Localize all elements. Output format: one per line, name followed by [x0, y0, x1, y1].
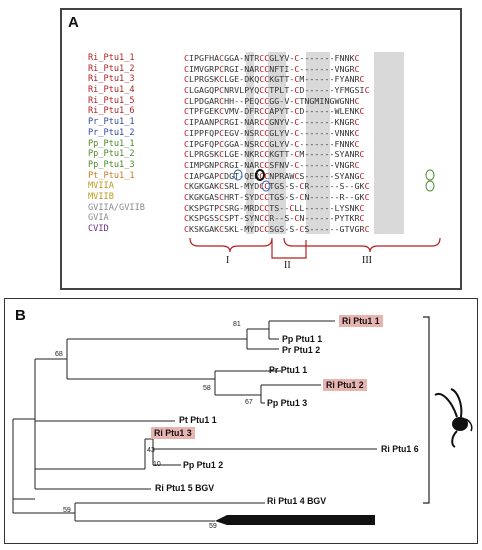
- residue-circle: [233, 169, 243, 181]
- sequence-name: GVIA: [88, 213, 109, 224]
- residue-circle: [261, 180, 271, 192]
- tree-leaf-ri5: Ri Ptu1 5 BGV: [155, 483, 215, 493]
- sequence-residues: CIPGFHACGGA-NTRCCGLYV-C-------FNNKC: [184, 53, 360, 63]
- sequence-residues: CKSPGSSCSPT-SYNCCR--S-CN------PYTKRC: [184, 213, 365, 224]
- bootstrap-value: 59: [63, 507, 71, 514]
- sequence-name: Ri_Ptu1_2: [88, 63, 135, 74]
- region-label-iii: III: [362, 255, 372, 266]
- tree-leaf-ri4: Ri Ptu1 4 BGV: [267, 496, 327, 506]
- tree-leaf-ri3: Ri Ptu1 3: [151, 427, 195, 439]
- tree-leaf-ri2: Ri Ptu1 2: [323, 379, 367, 391]
- tree-leaf-pp3: Pp Ptu1 3: [267, 398, 308, 408]
- phylogeny-panel: B: [4, 298, 478, 544]
- sequence-residues: CIPAANPCRGI-NARCCGNYV-C-------KNGRC: [184, 117, 360, 128]
- sequence-name: Pr_Ptu1_1: [88, 117, 135, 128]
- sequence-residues: CIPGFQPCGGA-NSRCCGLYV-C-------FNNKC: [184, 138, 360, 149]
- region-brackets: [189, 169, 441, 259]
- bootstrap-value: 43: [147, 447, 155, 454]
- sequence-name: Pp_Ptu1_1: [88, 138, 135, 149]
- sequence-name: Ri_Ptu1_3: [88, 74, 135, 85]
- sequence-residues: CKGKGAKCSRL-MYDCCTGS-S-CR------S--GKC: [184, 181, 370, 192]
- region-label-i: I: [226, 255, 230, 266]
- bootstrap-value: 68: [55, 351, 63, 358]
- bootstrap-value: 10: [153, 461, 161, 468]
- sequence-residues: CLPDGARCHH--PEQCCGG-V-CTNGMINGWGNHC: [184, 95, 360, 106]
- shade-column: [374, 52, 404, 234]
- sequence-name: Pt_Ptu1_1: [88, 170, 135, 181]
- sequence-name: Ri_Ptu1_6: [88, 106, 135, 117]
- bootstrap-value: 81: [233, 321, 241, 328]
- sequence-residues: CLPRGSKCLGE-DKQCCKGTT-CM------FYANRC: [184, 74, 365, 85]
- panel-b-label: B: [15, 307, 26, 324]
- sequence-residues: CKSKGAKCSKL-MYDCCSGS-S-CS------GTVGRC: [184, 224, 370, 234]
- tree-leaf-pp2: Pp Ptu1 2: [183, 460, 224, 470]
- shade-column: [306, 52, 330, 234]
- sequence-residues: CIMPGNPCRGI-NARCCSFNV-C-------VNGRC: [184, 159, 360, 170]
- sequence-name: Pr_Ptu1_2: [88, 127, 135, 138]
- region-label-ii: II: [284, 260, 291, 271]
- outgroup-wedge: [215, 515, 375, 525]
- sequence-name: GVIIA/GVIIB: [88, 202, 145, 213]
- sequence-name: MVIIA: [88, 181, 114, 192]
- phylogenetic-tree: [12, 316, 473, 525]
- tree-leaf-pr2: Pr Ptu1 2: [282, 345, 321, 355]
- sequence-residues: CKGKGASCHRT-SYDCCTGS-S-CN------R--GKC: [184, 191, 370, 202]
- bootstrap-value: 58: [203, 385, 211, 392]
- bootstrap-value: 67: [245, 399, 253, 406]
- tree-leaf-pr1: Pr Ptu1 1: [269, 365, 308, 375]
- tree-leaf-ri6: Ri Ptu1 6: [381, 444, 419, 454]
- residue-circle: [255, 169, 265, 181]
- sequence-residues: CIMVGRPCRGI-NARCCNFTI-C-------VNGRC: [184, 63, 360, 74]
- sequence-name: Pp_Ptu1_2: [88, 149, 135, 160]
- sequence-name: MVIIB: [88, 191, 114, 202]
- tree-leaf-ri1: Ri Ptu1 1: [339, 315, 383, 327]
- sequence-residues: CIPPFQPCEGV-NSRCCGLYV-C-------VNNKC: [184, 127, 360, 138]
- spider-silhouette-icon: [434, 388, 473, 448]
- sequence-name: Pp_Ptu1_3: [88, 159, 135, 170]
- sequence-name: Ri_Ptu1_5: [88, 95, 135, 106]
- shade-column: [268, 52, 286, 234]
- sequence-name: CVID: [88, 224, 109, 234]
- sequence-residues: CLPRGSKCLGE-NKRCCKGTT-CM------SYANRC: [184, 149, 365, 160]
- sequence-name: Ri_Ptu1_4: [88, 85, 135, 96]
- residue-circle: [425, 180, 435, 192]
- residue-circle: [425, 169, 435, 181]
- tree-leaf-pt1: Pt Ptu1 1: [179, 415, 217, 425]
- sequence-name: Ri_Ptu1_1: [88, 53, 135, 63]
- bootstrap-value: 59: [209, 523, 217, 530]
- sequence-residues: CLGAGQPCNRVLPYQCCTPLT-CD------YFMGSIC: [184, 85, 370, 96]
- sequence-residues: CKSPGTPCSRG-MRDCCTS--CLL------LYSNKC: [184, 202, 365, 213]
- shade-column: [246, 52, 254, 234]
- tree-leaf-pp1: Pp Ptu1 1: [282, 334, 323, 344]
- panel-a-label: A: [68, 14, 79, 31]
- sequence-residues: CTPFGEKCVMV-DFRCCAPYT-CD------WLENKC: [184, 106, 365, 117]
